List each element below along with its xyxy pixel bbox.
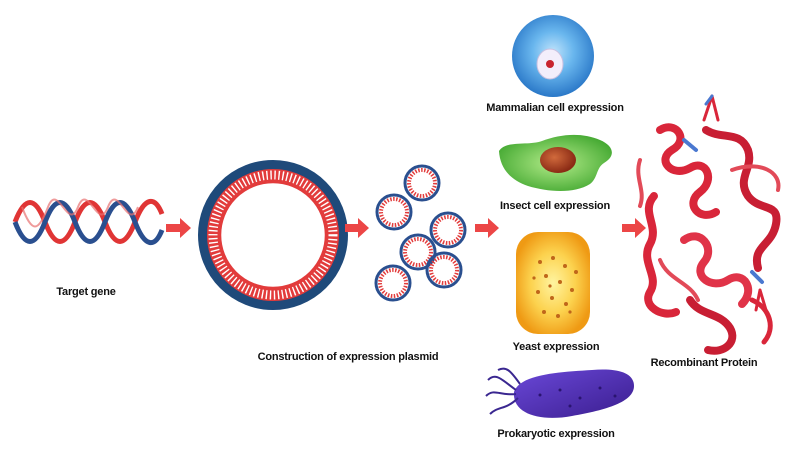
yeast-expression-label: Yeast expression [512, 341, 600, 353]
insect-cell-icon [499, 134, 612, 191]
plasmid-icon [198, 160, 348, 310]
prokaryotic-expression-label: Prokaryotic expression [497, 428, 615, 440]
small-plasmid [429, 211, 467, 249]
protein-structure-icon [636, 94, 781, 355]
plasmid-cluster-icon [374, 164, 467, 302]
small-plasmid [374, 264, 412, 302]
bacterium-icon [485, 367, 634, 418]
insect-expression-label: Insect cell expression [500, 200, 610, 212]
small-plasmid [425, 251, 463, 289]
dna-helix-icon [12, 198, 165, 245]
recombinant-protein-label: Recombinant Protein [650, 357, 758, 369]
mammalian-cell-icon [512, 15, 594, 97]
arrow-icon [166, 218, 191, 238]
small-plasmid [403, 164, 441, 202]
arrow-icon [622, 218, 646, 238]
arrow-icon [475, 218, 499, 238]
plasmid-construction-label: Construction of expression plasmid [257, 351, 439, 363]
yeast-cell-icon [516, 232, 590, 334]
target-gene-label: Target gene [56, 286, 116, 298]
arrow-icon [345, 218, 369, 238]
mammalian-expression-label: Mammalian cell expression [486, 102, 624, 114]
small-plasmid [399, 233, 437, 271]
small-plasmid [375, 193, 413, 231]
